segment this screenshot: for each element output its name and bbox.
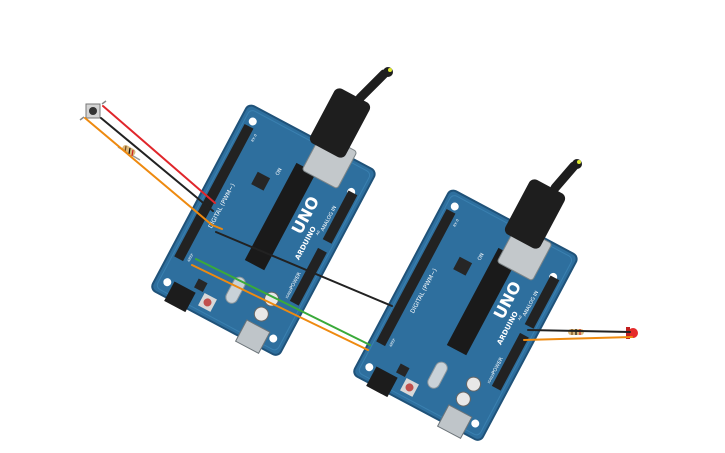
wire-green-boards[interactable]: [195, 258, 371, 346]
board-2-pin-a0: A0: [517, 315, 523, 321]
pushbutton[interactable]: [79, 100, 107, 121]
board-2-pin-ioref: IOREF: [487, 373, 495, 384]
resistor-button: [117, 145, 141, 161]
board-2-on-label: ON: [477, 252, 486, 262]
wire-orange-boards[interactable]: [191, 264, 369, 351]
wires: [84, 105, 633, 351]
board-2-pin-rx0: RX 0: [452, 218, 459, 227]
board-1-pin-rx0: RX 0: [250, 133, 257, 142]
arduino-board-1[interactable]: UNO ARDUINO DIGITAL (PWM~) POWER ANALOG …: [146, 102, 378, 364]
wire-orange-led[interactable]: [523, 336, 633, 341]
wire-black-led[interactable]: [527, 329, 631, 333]
wire-black-boards[interactable]: [215, 231, 393, 307]
board-1-pin-aref: AREF: [187, 253, 195, 263]
led[interactable]: [626, 327, 638, 339]
board-1-on-label: ON: [275, 167, 284, 177]
board-1-pin-ioref: IOREF: [285, 288, 293, 299]
usb-cable-2: [497, 159, 582, 281]
wire-black-button[interactable]: [100, 117, 214, 212]
arduino-board-2[interactable]: UNO ARDUINO DIGITAL (PWM~) POWER ANALOG …: [348, 187, 580, 449]
wire-orange-button[interactable]: [84, 117, 223, 230]
board-1-pin-a0: A0: [315, 230, 321, 236]
usb-cable-1: [302, 67, 393, 189]
board-2-pin-aref: AREF: [389, 338, 397, 348]
wire-red[interactable]: [102, 105, 216, 204]
